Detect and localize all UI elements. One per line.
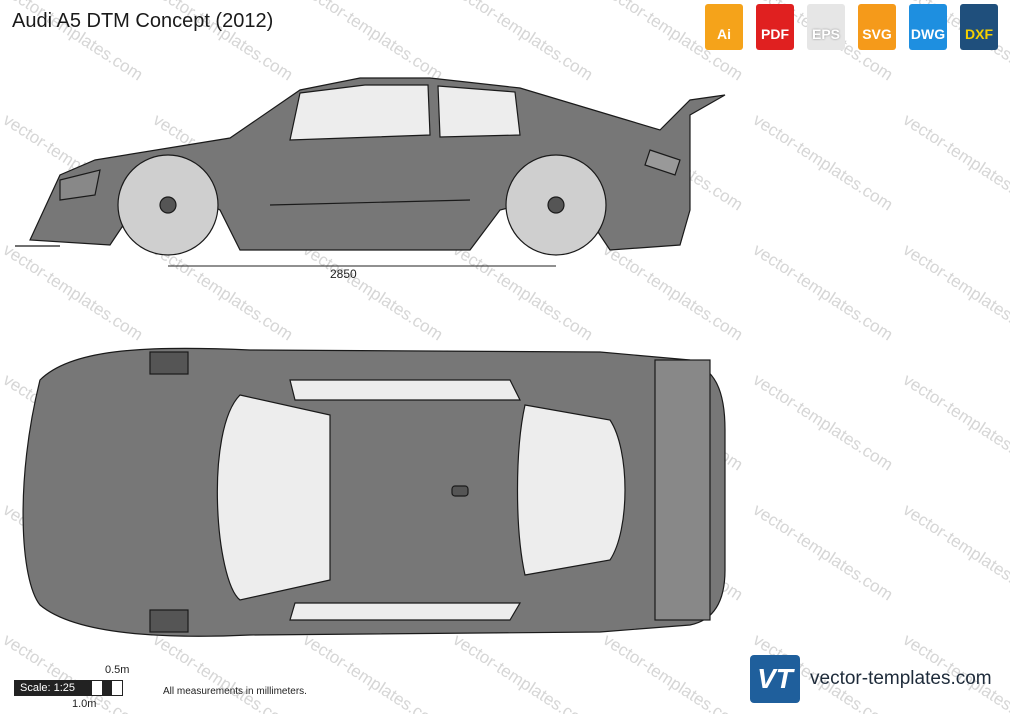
measurement-note: All measurements in millimeters.	[163, 686, 307, 697]
format-dwg-button[interactable]: DWG	[905, 4, 951, 50]
format-eps-button[interactable]: EPS	[803, 4, 849, 50]
format-label: SVG	[862, 26, 892, 42]
side-view	[15, 77, 726, 256]
format-label: PDF	[761, 26, 789, 42]
file-icon	[756, 4, 794, 50]
wheelbase-label: 2850	[330, 267, 357, 281]
format-label: EPS	[811, 26, 840, 42]
brand-footer[interactable]: VT vector-templates.com	[750, 655, 992, 703]
scale-ruler	[81, 680, 124, 696]
scale-half-meter-label: 0.5m	[105, 664, 130, 676]
format-ai-button[interactable]: Ai	[701, 4, 747, 50]
file-icon	[909, 4, 947, 50]
format-svg-button[interactable]: SVG	[854, 4, 900, 50]
format-label: Ai	[717, 26, 731, 42]
scale-label: Scale: 1:25	[14, 680, 82, 696]
vt-logo-icon: VT	[750, 655, 800, 703]
format-download-bar: Ai PDF EPS SVG DWG DXF	[701, 4, 1002, 50]
file-icon	[807, 4, 845, 50]
page-title: Audi A5 DTM Concept (2012)	[12, 10, 274, 32]
top-view	[22, 347, 726, 637]
car-blueprint	[15, 77, 726, 637]
brand-name: vector-templates.com	[810, 668, 992, 689]
scale-bar: Scale: 1:25	[14, 680, 124, 696]
file-icon	[705, 4, 743, 50]
file-icon	[960, 4, 998, 50]
format-dxf-button[interactable]: DXF	[956, 4, 1002, 50]
file-icon	[858, 4, 896, 50]
format-label: DXF	[965, 26, 993, 42]
scale-one-meter-label: 1.0m	[72, 698, 97, 710]
format-pdf-button[interactable]: PDF	[752, 4, 798, 50]
format-label: DWG	[910, 26, 946, 42]
